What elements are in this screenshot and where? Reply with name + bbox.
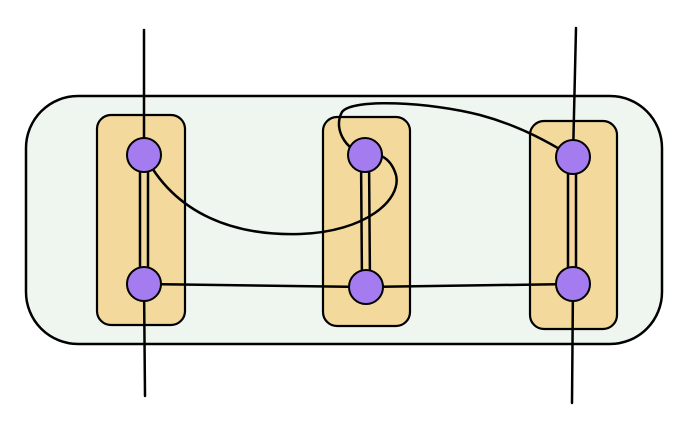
node-left-top — [126, 137, 162, 173]
external-leg-left-bottom — [142, 282, 147, 398]
double-edge-left — [138, 154, 150, 284]
double-edge-middle-line-b — [367, 154, 372, 287]
node-right-bottom — [555, 266, 591, 302]
external-leg-right-bottom — [570, 282, 575, 405]
curve-left-top-to-middle-top — [142, 152, 398, 236]
double-edge-right — [566, 155, 578, 286]
curve-middle-top-to-right-top — [337, 101, 575, 159]
edge-middle-bottom-to-right-bottom — [364, 282, 575, 289]
node-middle-top — [347, 137, 383, 173]
external-leg-right-top — [571, 26, 578, 159]
group-box-middle — [321, 115, 412, 328]
node-left-bottom — [126, 266, 162, 302]
edge-left-bottom-to-middle-bottom — [142, 282, 368, 289]
node-middle-bottom — [348, 269, 384, 305]
node-right-top — [555, 139, 591, 175]
